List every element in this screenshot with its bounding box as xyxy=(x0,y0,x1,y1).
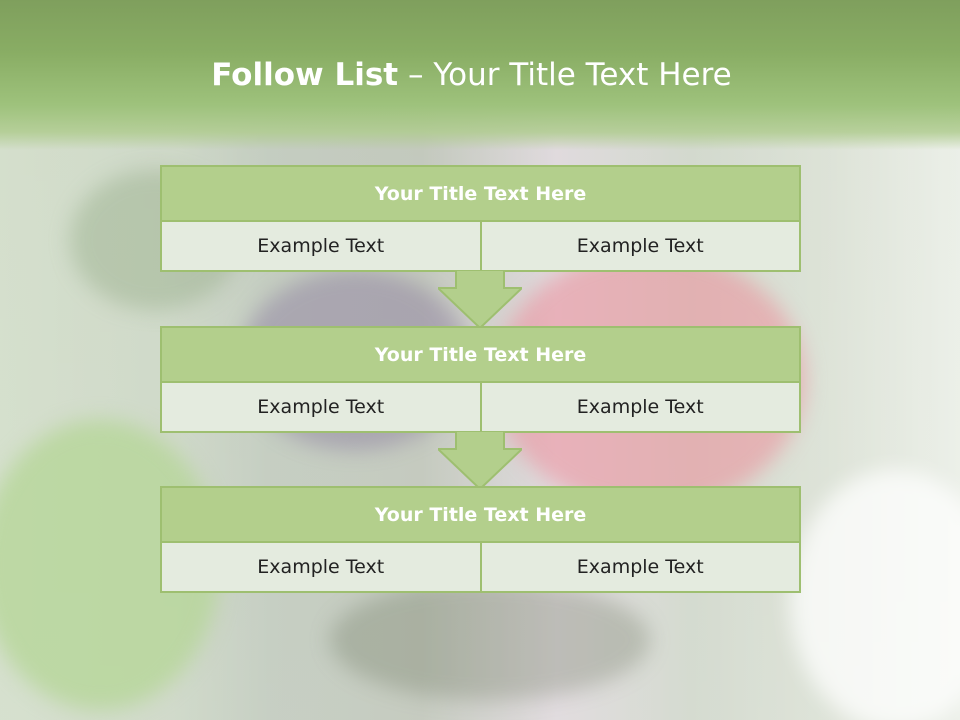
step-3-left-cell: Example Text xyxy=(160,543,482,593)
step-2-row: Example Text Example Text xyxy=(160,383,801,433)
step-1-row: Example Text Example Text xyxy=(160,222,801,272)
background-blob xyxy=(790,470,960,720)
step-2-left-cell: Example Text xyxy=(160,383,482,433)
step-1: Your Title Text Here Example Text Exampl… xyxy=(160,165,801,272)
down-arrow-icon xyxy=(438,270,522,328)
slide-title-strong: Follow List xyxy=(211,57,399,93)
step-2-title: Your Title Text Here xyxy=(160,326,801,383)
step-1-right-cell: Example Text xyxy=(481,222,801,272)
step-3-title: Your Title Text Here xyxy=(160,486,801,543)
step-3-row: Example Text Example Text xyxy=(160,543,801,593)
step-1-title: Your Title Text Here xyxy=(160,165,801,222)
title-band xyxy=(0,0,960,150)
step-2: Your Title Text Here Example Text Exampl… xyxy=(160,326,801,433)
slide-title: Follow List – Your Title Text Here xyxy=(0,55,943,95)
background-blob xyxy=(330,580,650,700)
step-1-left-cell: Example Text xyxy=(160,222,482,272)
slide-title-rest: – Your Title Text Here xyxy=(407,57,732,93)
step-2-right-cell: Example Text xyxy=(481,383,801,433)
step-3: Your Title Text Here Example Text Exampl… xyxy=(160,486,801,593)
down-arrow-icon xyxy=(438,431,522,489)
step-3-right-cell: Example Text xyxy=(481,543,801,593)
